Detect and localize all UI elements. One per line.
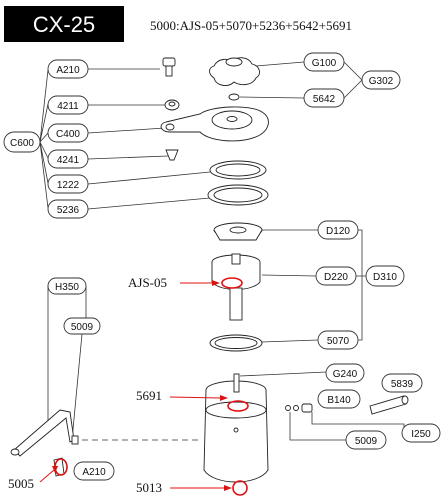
label-a210-bottom (73, 461, 115, 481)
label-i250 (401, 423, 441, 443)
part-g100-knob (209, 57, 260, 86)
label-a210-bottom-text: A210 (82, 467, 106, 478)
left-leader-lines (87, 68, 211, 210)
label-5236-text: 5236 (57, 205, 80, 216)
label-5009-right (345, 430, 387, 450)
part-4211-nut (164, 99, 180, 111)
label-d310 (365, 265, 405, 287)
part-b140-screws (285, 403, 313, 413)
part-5642-nut (228, 93, 240, 101)
label-g302 (361, 70, 401, 90)
label-b140-text: B140 (327, 395, 351, 406)
part-4241 (165, 149, 179, 161)
highlight-5013 (232, 480, 248, 496)
part-c400-arm (160, 106, 269, 142)
label-5839 (381, 373, 423, 393)
label-g240-text: G240 (333, 369, 358, 380)
label-g302-text: G302 (369, 76, 394, 87)
label-5009-right-text: 5009 (355, 436, 378, 447)
callout-5691: 5691 (136, 388, 162, 403)
callout-5013: 5013 (136, 480, 162, 495)
label-5009-left-text: 5009 (71, 322, 94, 333)
part-h350-handle (10, 409, 75, 457)
right-leader-lines-mid (261, 229, 319, 343)
callout-5005: 5005 (8, 476, 34, 491)
g302-bracket-lines (343, 61, 363, 99)
highlight-ajs05 (221, 277, 243, 289)
label-c600 (3, 131, 41, 153)
label-5839-text: 5839 (391, 379, 414, 390)
label-d220-text: D220 (324, 272, 348, 283)
part-5009-left-screw (71, 435, 79, 445)
part-5839-pin (369, 395, 409, 415)
c600-bracket-lines (39, 69, 49, 209)
title-background (4, 6, 124, 42)
right-leader-lines-top (239, 61, 305, 99)
kit-formula: 5000:AJS-05+5070+5236+5642+5691 (150, 18, 352, 33)
part-d120-burr (213, 222, 263, 241)
part-body-hopper (203, 373, 269, 483)
part-d220-cup (211, 253, 261, 321)
label-h350-text: H350 (55, 282, 79, 293)
arrowhead-5013 (224, 485, 232, 491)
label-d120-text: D120 (326, 226, 350, 237)
arrowhead-ajs05 (212, 280, 220, 286)
label-4241-text: 4241 (57, 155, 80, 166)
label-c600-text: C600 (10, 138, 34, 149)
part-5070-ring (209, 334, 263, 352)
model-title: CX-25 (33, 12, 95, 37)
label-c400-text: C400 (56, 129, 80, 140)
label-1222-text: 1222 (57, 180, 80, 191)
label-a210-top-text: A210 (56, 65, 80, 76)
label-5070-text: 5070 (327, 336, 350, 347)
callout-ajs05: AJS-05 (128, 275, 167, 290)
label-g100-text: G100 (312, 58, 337, 69)
label-g240 (325, 363, 365, 383)
label-5642-text: 5642 (313, 94, 336, 105)
arrow-5005 (39, 469, 55, 483)
highlight-5691 (227, 400, 249, 412)
label-i250-text: I250 (411, 429, 431, 440)
arrowhead-5005 (52, 466, 58, 473)
arrow-5691 (169, 396, 221, 399)
part-5236-ring (207, 184, 269, 206)
label-b140 (317, 389, 361, 409)
g240-leader (239, 371, 327, 377)
part-1222-ring (209, 160, 267, 180)
h350-leader-lines (47, 286, 87, 441)
d310-bracket-lines (356, 229, 366, 341)
label-d310-text: D310 (373, 272, 397, 283)
arrowhead-5691 (220, 395, 228, 401)
label-4211-text: 4211 (57, 101, 79, 112)
part-a210-screw (162, 57, 176, 77)
